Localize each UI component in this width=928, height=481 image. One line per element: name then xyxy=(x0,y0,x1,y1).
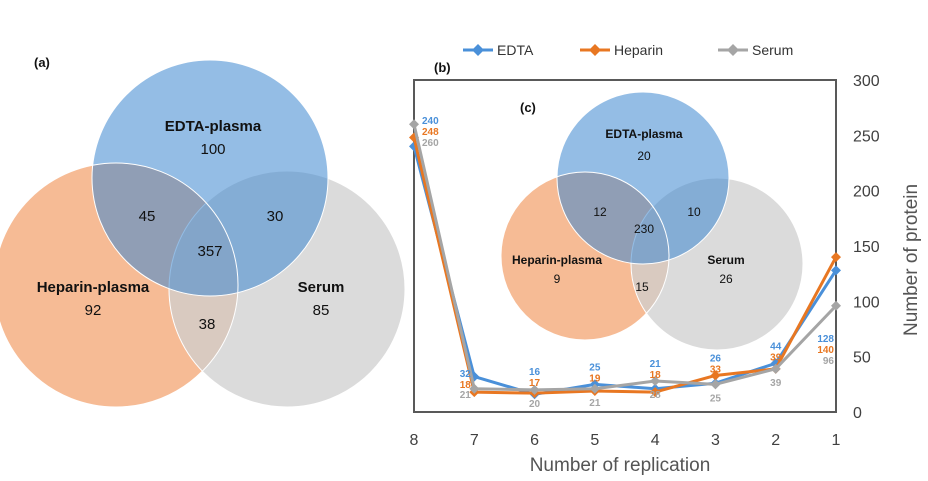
venn-c-serum-label: Serum xyxy=(707,253,744,267)
venn-a-heparin-label: Heparin-plasma xyxy=(37,279,150,296)
venn-c-heparin-value: 9 xyxy=(554,272,561,286)
legend-marker-serum xyxy=(727,44,739,56)
x-tick-label: 3 xyxy=(711,432,720,449)
data-label-serum: 21 xyxy=(460,390,472,401)
data-labels: 2402482603218211617202519212118282633254… xyxy=(422,116,834,410)
x-tick-label: 4 xyxy=(651,432,660,449)
x-tick-label: 1 xyxy=(832,432,841,449)
data-label-heparin: 33 xyxy=(710,364,722,375)
data-label-serum: 96 xyxy=(823,356,835,367)
x-tick-label: 5 xyxy=(590,432,599,449)
x-tick-label: 2 xyxy=(771,432,780,449)
panel-a-label: (a) xyxy=(34,55,50,70)
data-label-edta: 44 xyxy=(770,341,782,352)
venn-c-heparin-label: Heparin-plasma xyxy=(512,253,602,267)
venn-c-edta-value: 20 xyxy=(637,149,651,163)
venn-c-heparin-serum: 15 xyxy=(635,280,649,294)
data-point-serum xyxy=(529,384,540,395)
data-label-serum: 25 xyxy=(710,393,722,404)
venn-a: (a) EDTA-plasma 100 Heparin-plasma 92 Se… xyxy=(0,55,406,408)
panel-b-label: (b) xyxy=(434,60,451,75)
venn-a-heparin-value: 92 xyxy=(85,302,102,319)
data-point-heparin xyxy=(710,370,721,381)
data-label-edta: 25 xyxy=(589,362,601,373)
data-point-serum xyxy=(650,376,661,387)
series-line-serum xyxy=(412,123,838,392)
venn-a-serum-label: Serum xyxy=(298,279,345,296)
y-tick-label: 250 xyxy=(853,128,880,145)
y-tick-label: 100 xyxy=(853,294,880,311)
x-axis-title: Number of replication xyxy=(530,455,711,476)
venn-a-circle-edta xyxy=(91,59,329,297)
venn-c-all: 230 xyxy=(634,222,654,236)
venn-a-edta-value: 100 xyxy=(200,141,225,158)
venn-c-heparin-outline xyxy=(500,171,670,341)
data-point-serum xyxy=(770,363,781,374)
data-point-serum xyxy=(409,119,419,130)
legend-marker-edta xyxy=(472,44,484,56)
venn-a-edta-heparin: 45 xyxy=(139,208,156,225)
data-point-serum xyxy=(469,383,480,394)
y-tick-label: 150 xyxy=(853,239,880,256)
venn-a-edta-label: EDTA-plasma xyxy=(165,118,262,135)
y-tick-label: 200 xyxy=(853,184,880,201)
venn-c-edta-label: EDTA-plasma xyxy=(605,127,682,141)
data-label-edta: 16 xyxy=(529,367,541,378)
data-label-serum: 28 xyxy=(650,390,662,401)
venn-c-serum-value: 26 xyxy=(719,272,733,286)
data-label-heparin: 140 xyxy=(817,345,834,356)
data-label-edta: 128 xyxy=(817,334,834,345)
x-tick-label: 8 xyxy=(410,432,419,449)
plot-frame xyxy=(413,79,837,413)
y-axis-title: Number of protein xyxy=(901,184,922,336)
data-label-edta: 21 xyxy=(650,359,662,370)
legend: EDTA Heparin Serum xyxy=(463,42,793,58)
data-label-serum: 39 xyxy=(770,378,782,389)
legend-marker-heparin xyxy=(589,44,601,56)
panel-c-label: (c) xyxy=(520,100,536,115)
venn-a-all: 357 xyxy=(197,243,222,260)
venn-c-circle-edta xyxy=(556,91,730,265)
legend-label-heparin: Heparin xyxy=(614,42,663,58)
data-label-edta: 32 xyxy=(460,369,472,380)
y-tick-labels: 0 50 100 150 200 250 300 xyxy=(853,73,880,422)
x-tick-labels: 8 7 6 5 4 3 2 1 xyxy=(410,432,841,449)
y-tick-label: 300 xyxy=(853,73,880,90)
data-point-serum xyxy=(589,383,600,394)
legend-label-edta: EDTA xyxy=(497,42,534,58)
venn-a-heparin-outline xyxy=(0,162,239,408)
venn-a-edta-serum: 30 xyxy=(267,208,284,225)
series-line-edta xyxy=(412,146,838,396)
data-point-edta xyxy=(831,265,841,276)
data-label-heparin: 248 xyxy=(422,127,439,138)
data-label-heparin: 39 xyxy=(770,352,782,363)
data-point-heparin xyxy=(831,252,841,263)
data-label-heparin: 18 xyxy=(650,370,662,381)
venn-c: (c) EDTA-plasma 20 Heparin-plasma 9 Seru… xyxy=(500,91,804,351)
chart-b: (b) EDTA Heparin Serum (c) EDTA-plasma 2… xyxy=(409,42,922,476)
data-point-serum xyxy=(710,379,721,390)
data-label-edta: 26 xyxy=(710,353,722,364)
legend-label-serum: Serum xyxy=(752,42,793,58)
data-label-serum: 260 xyxy=(422,138,439,149)
x-tick-label: 6 xyxy=(530,432,539,449)
data-label-heparin: 18 xyxy=(460,380,472,391)
data-point-serum xyxy=(831,300,841,311)
venn-c-edta-serum: 10 xyxy=(687,205,701,219)
venn-a-serum-value: 85 xyxy=(313,302,330,319)
venn-c-edta-heparin: 12 xyxy=(593,205,607,219)
series-lines xyxy=(409,119,841,400)
venn-a-heparin-serum: 38 xyxy=(199,316,216,333)
data-point-heparin xyxy=(650,387,661,398)
y-tick-label: 0 xyxy=(853,405,862,422)
data-label-heparin: 19 xyxy=(589,373,601,384)
data-label-heparin: 17 xyxy=(529,378,541,389)
data-label-serum: 21 xyxy=(589,398,601,409)
data-label-serum: 20 xyxy=(529,399,541,410)
x-tick-label: 7 xyxy=(470,432,479,449)
data-label-edta: 240 xyxy=(422,116,439,127)
y-tick-label: 50 xyxy=(853,350,871,367)
